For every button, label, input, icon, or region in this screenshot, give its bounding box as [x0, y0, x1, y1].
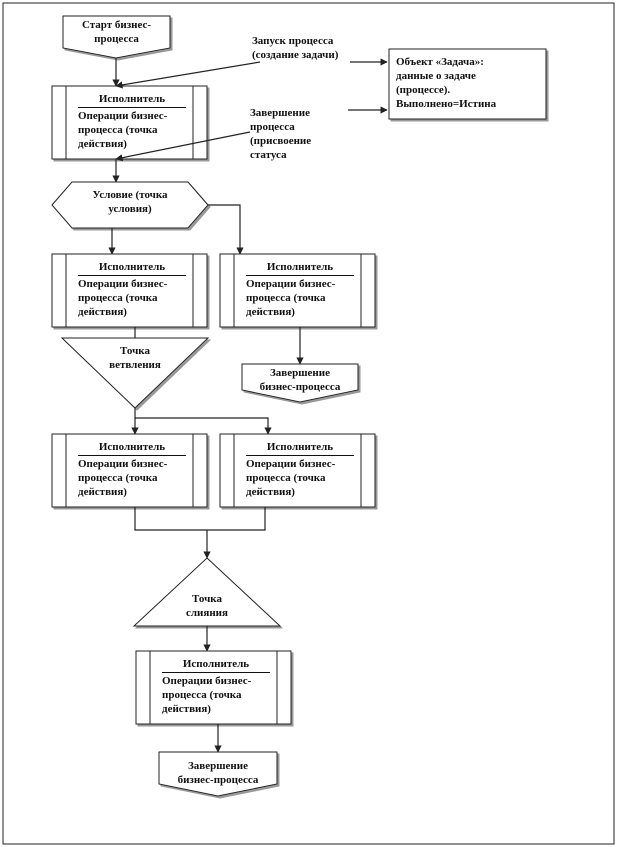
- finish-note: Завершение процесса (присвоение статуса: [250, 107, 312, 161]
- merge-point-label: Точка слияния: [186, 593, 228, 619]
- task-object-box: [388, 48, 547, 120]
- condition-label: Условие (точка условия): [92, 189, 168, 215]
- end-shape-1: [241, 363, 359, 403]
- branch-point-label: Точка ветвления: [109, 345, 161, 371]
- action-box-1-text: Исполнитель Операции бизнес- процесса (т…: [78, 92, 186, 151]
- action-box-3-left-text: Исполнитель Операции бизнес- процесса (т…: [78, 440, 186, 499]
- action-box-2-right-text: Исполнитель Операции бизнес- процесса (т…: [246, 260, 354, 319]
- action-box-2-left: [51, 253, 208, 328]
- action-box-4: [135, 650, 292, 725]
- task-object-text: Объект «Задача»: данные о задаче (процес…: [396, 56, 497, 110]
- action-box-3-right: [219, 433, 376, 508]
- action-box-2-left-text: Исполнитель Операции бизнес- процесса (т…: [78, 260, 186, 319]
- connectors: [108, 58, 388, 753]
- start-shape: [62, 15, 171, 59]
- end-label-1: Завершение бизнес-процесса: [259, 367, 341, 393]
- action-box-1: [51, 85, 208, 160]
- end-label-2: Завершение бизнес-процесса: [177, 760, 259, 786]
- action-box-2-right: [219, 253, 376, 328]
- action-box-3-right-text: Исполнитель Операции бизнес- процесса (т…: [246, 440, 354, 499]
- launch-note: Запуск процесса (создание задачи): [252, 35, 339, 61]
- end-shape-2: [158, 751, 278, 797]
- action-box-3-left: [51, 433, 208, 508]
- action-box-4-text: Исполнитель Операции бизнес- процесса (т…: [162, 657, 270, 716]
- start-label: Старт бизнес- процесса: [81, 19, 152, 45]
